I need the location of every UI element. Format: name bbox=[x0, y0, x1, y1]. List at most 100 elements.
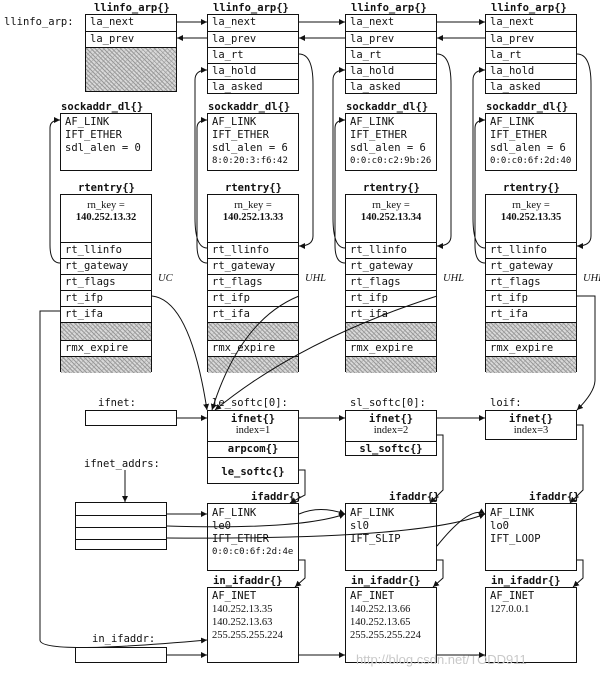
ifaddr-next-arrow bbox=[298, 509, 346, 515]
ifaddr-family: AF_LINK bbox=[490, 507, 535, 519]
rtentry-flags-label: UC bbox=[158, 273, 173, 284]
ifnet-addrs-arrow bbox=[166, 513, 346, 528]
rtentry-field: rt_ifp bbox=[486, 290, 576, 306]
sockaddr-dl-addr: 8:0:20:3:f6:42 bbox=[212, 156, 288, 166]
rtentry-hatch bbox=[346, 322, 436, 340]
rt-gateway-arrow bbox=[474, 117, 486, 264]
ifaddr-title: ifaddr{} bbox=[251, 491, 302, 503]
rtentry-key-label: rn_key = bbox=[87, 200, 125, 211]
llinfo-arp-head-field: la_prev bbox=[86, 31, 176, 47]
rtentry-field: rt_ifa bbox=[486, 306, 576, 322]
ifnet-title: ifnet{} bbox=[230, 413, 276, 425]
ifaddr-family: AF_LINK bbox=[350, 507, 395, 519]
in-ifaddr-line: 127.0.0.1 bbox=[490, 604, 530, 615]
rt-gateway-arrow bbox=[49, 117, 61, 264]
in-ifaddr-line: 140.252.13.65 bbox=[350, 617, 411, 628]
rtentry-key-label: rn_key = bbox=[234, 200, 272, 211]
in-ifaddr-line: 140.252.13.66 bbox=[350, 604, 411, 615]
ifnet-index: index=3 bbox=[513, 425, 549, 436]
rt-ifp-arrow bbox=[210, 295, 300, 411]
le-softc-label: le_softc{} bbox=[208, 457, 298, 485]
llinfo-arp-field: la_next bbox=[212, 16, 257, 28]
ifaddr-type: IFT_LOOP bbox=[490, 533, 541, 545]
llinfo-arp-field: la_next bbox=[490, 16, 535, 28]
sockaddr-dl-type: IFT_ETHER bbox=[350, 129, 407, 141]
rtentry-title: rtentry{} bbox=[503, 182, 560, 194]
rtentry-expire: rmx_expire bbox=[486, 340, 576, 356]
rtentry-field: rt_llinfo bbox=[346, 242, 436, 258]
sockaddr-dl-type: IFT_ETHER bbox=[65, 129, 122, 141]
ifnet-addrs-box bbox=[75, 502, 167, 550]
sockaddr-dl-alen: sdl_alen = 6 bbox=[490, 142, 566, 154]
rtentry-flags-label: UHL bbox=[443, 273, 465, 284]
sockaddr-dl-title: sockaddr_dl{} bbox=[61, 101, 144, 113]
ifnet-title: ifnet{} bbox=[368, 413, 414, 425]
sockaddr-dl-title: sockaddr_dl{} bbox=[346, 101, 429, 113]
rt-ifa-arrow bbox=[39, 310, 208, 648]
rt-gateway-arrow bbox=[334, 117, 346, 264]
rtentry-title: rtentry{} bbox=[363, 182, 420, 194]
ifnet-ifaddr-arrow bbox=[289, 469, 306, 504]
sl-softc-label: sl_softc{} bbox=[346, 441, 436, 457]
ifnet-addrs-arrow bbox=[166, 513, 486, 539]
rtentry-field: rt_llinfo bbox=[61, 242, 151, 258]
ifnet-addrs-label: ifnet_addrs: bbox=[84, 458, 160, 470]
rtentry-hatch bbox=[208, 356, 298, 373]
ifaddr-title: ifaddr{} bbox=[529, 491, 580, 503]
rtentry-flags-label: UHL bbox=[305, 273, 327, 284]
sockaddr-dl-family: AF_LINK bbox=[212, 116, 257, 128]
in-ifaddr-family: AF_INET bbox=[212, 590, 257, 602]
ifnet-ifaddr-arrow bbox=[429, 434, 444, 504]
rt-ifp-arrow bbox=[151, 295, 210, 411]
rtentry-field: rt_gateway bbox=[208, 258, 298, 274]
sockaddr-dl-type: IFT_ETHER bbox=[490, 129, 547, 141]
la-rt-arrow bbox=[576, 53, 592, 249]
rtentry-field: rt_flags bbox=[346, 274, 436, 290]
ifnet-title: ifnet{} bbox=[508, 413, 554, 425]
rtentry-field: rt_ifp bbox=[208, 290, 298, 306]
ifaddr-name: sl0 bbox=[350, 520, 369, 532]
arpcom-label: arpcom{} bbox=[208, 441, 298, 457]
ifnet-addrs-slot bbox=[76, 527, 166, 539]
ifaddr-in-ifaddr-arrow bbox=[294, 559, 306, 588]
in-ifaddr-line: 140.252.13.35 bbox=[212, 604, 273, 615]
sockaddr-dl-alen: sdl_alen = 6 bbox=[350, 142, 426, 154]
rtentry-key: 140.252.13.33 bbox=[222, 212, 284, 223]
rtentry-hatch bbox=[61, 356, 151, 373]
rt-ifp-arrow bbox=[214, 295, 438, 411]
llinfo-arp-head-hatch bbox=[86, 47, 176, 91]
rtentry-key-label: rn_key = bbox=[372, 200, 410, 211]
llinfo-arp-field: la_rt bbox=[486, 47, 576, 63]
sockaddr-dl-type: IFT_ETHER bbox=[212, 129, 269, 141]
rtentry-expire: rmx_expire bbox=[208, 340, 298, 356]
ifnet-head-box bbox=[85, 410, 177, 426]
ifaddr-type: IFT_ETHER bbox=[212, 533, 269, 545]
rtentry-hatch bbox=[486, 356, 576, 373]
llinfo-arp-field: la_prev bbox=[346, 31, 436, 47]
in-ifaddr-line: 255.255.255.224 bbox=[350, 630, 421, 641]
llinfo-arp-field: la_asked bbox=[208, 79, 298, 95]
rtentry-field: rt_gateway bbox=[61, 258, 151, 274]
rtentry-flags-label: UHL bbox=[583, 273, 600, 284]
rtentry-expire: rmx_expire bbox=[346, 340, 436, 356]
ifaddr-type: IFT_SLIP bbox=[350, 533, 401, 545]
llinfo-arp-title: llinfo_arp{} bbox=[94, 2, 170, 14]
rtentry-field: rt_flags bbox=[61, 274, 151, 290]
rtentry-field: rt_llinfo bbox=[486, 242, 576, 258]
llinfo-arp-field: la_asked bbox=[486, 79, 576, 95]
llinfo-arp-field: la_hold bbox=[208, 63, 298, 79]
ifaddr-in-ifaddr-arrow bbox=[572, 559, 584, 588]
